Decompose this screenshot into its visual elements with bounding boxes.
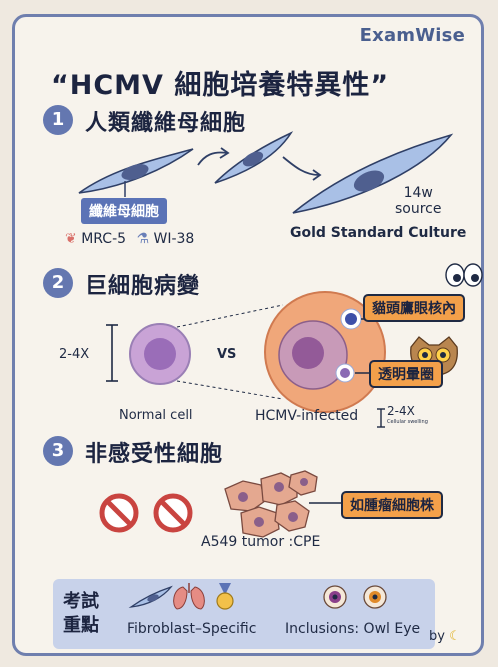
eyeball-icon-2 xyxy=(363,585,387,609)
no-entry-icon-1 xyxy=(99,493,139,533)
strain-mrc5: MRC-5 xyxy=(81,231,127,247)
strain-line: ❦ MRC-5 ⚗ WI-38 xyxy=(65,231,194,247)
section-3-title: 非感受性細胞 xyxy=(85,442,224,467)
summary-item-fibroblast: Fibroblast–Specific xyxy=(127,621,257,637)
summary-item-inclusions: Inclusions: Owl Eye xyxy=(285,621,421,637)
no-entry-icon-2 xyxy=(153,493,193,533)
banana-icon: ☾ xyxy=(449,629,461,644)
fibroblast-cell-1 xyxy=(78,148,194,194)
tumor-label: A549 tumor :CPE xyxy=(201,534,321,550)
section-3-number: 3 xyxy=(43,436,73,466)
infected-size-sub: Cellular swelling xyxy=(387,419,428,425)
lungs-icon xyxy=(173,583,205,610)
owl-eye-callout: 貓頭鷹眼核內 xyxy=(363,294,465,322)
summary-title-line1: 考試 xyxy=(63,591,99,612)
infographic-card: ExamWise “HCMV 細胞培養特異性” 1 人類纖維母細胞 xyxy=(12,14,484,656)
microscope-icon: ⚗ xyxy=(136,231,150,247)
section-1-title: 人類纖維母細胞 xyxy=(85,111,247,136)
normal-size-label: 2-4X xyxy=(59,347,90,362)
size-bracket xyxy=(106,324,118,382)
gold-standard-label: Gold Standard Culture xyxy=(290,225,467,241)
eyeball-icon-1 xyxy=(323,585,347,609)
eyes-icon xyxy=(445,263,483,287)
infected-size-label: 2-4X xyxy=(387,404,415,418)
section-2-title: 巨細胞病變 xyxy=(85,274,201,299)
section-2-number: 2 xyxy=(43,268,73,298)
fibroblast-label: 纖維母細胞 xyxy=(81,198,167,224)
tumor-cells-cluster xyxy=(224,470,318,538)
halo-callout: 透明暈圈 xyxy=(369,360,443,388)
normal-cell xyxy=(129,323,191,385)
tumor-callout: 如腫瘤細胞株 xyxy=(341,491,443,519)
page-title: “HCMV 細胞培養特異性” xyxy=(51,70,390,101)
fibroblast-icon xyxy=(128,585,173,608)
infected-cell-label: HCMV-infected xyxy=(255,408,359,424)
vs-label: VS xyxy=(217,347,237,362)
byline-text: by xyxy=(429,629,445,644)
strain-wi38: WI-38 xyxy=(153,231,195,247)
exam-summary-panel: 考試 重點 xyxy=(53,579,435,649)
medal-icon xyxy=(216,583,234,610)
infected-size-bracket xyxy=(377,408,385,428)
section-1-number: 1 xyxy=(43,105,73,135)
normal-cell-label: Normal cell xyxy=(119,408,193,423)
source-note: 14w source xyxy=(395,185,442,217)
brand-logo: ExamWise xyxy=(359,25,465,46)
summary-title-line2: 重點 xyxy=(63,615,99,636)
byline: by ☾ xyxy=(429,629,461,644)
lungs-icon: ❦ xyxy=(65,231,77,247)
fibroblast-cell-2 xyxy=(214,131,294,184)
summary-icons xyxy=(128,583,387,610)
